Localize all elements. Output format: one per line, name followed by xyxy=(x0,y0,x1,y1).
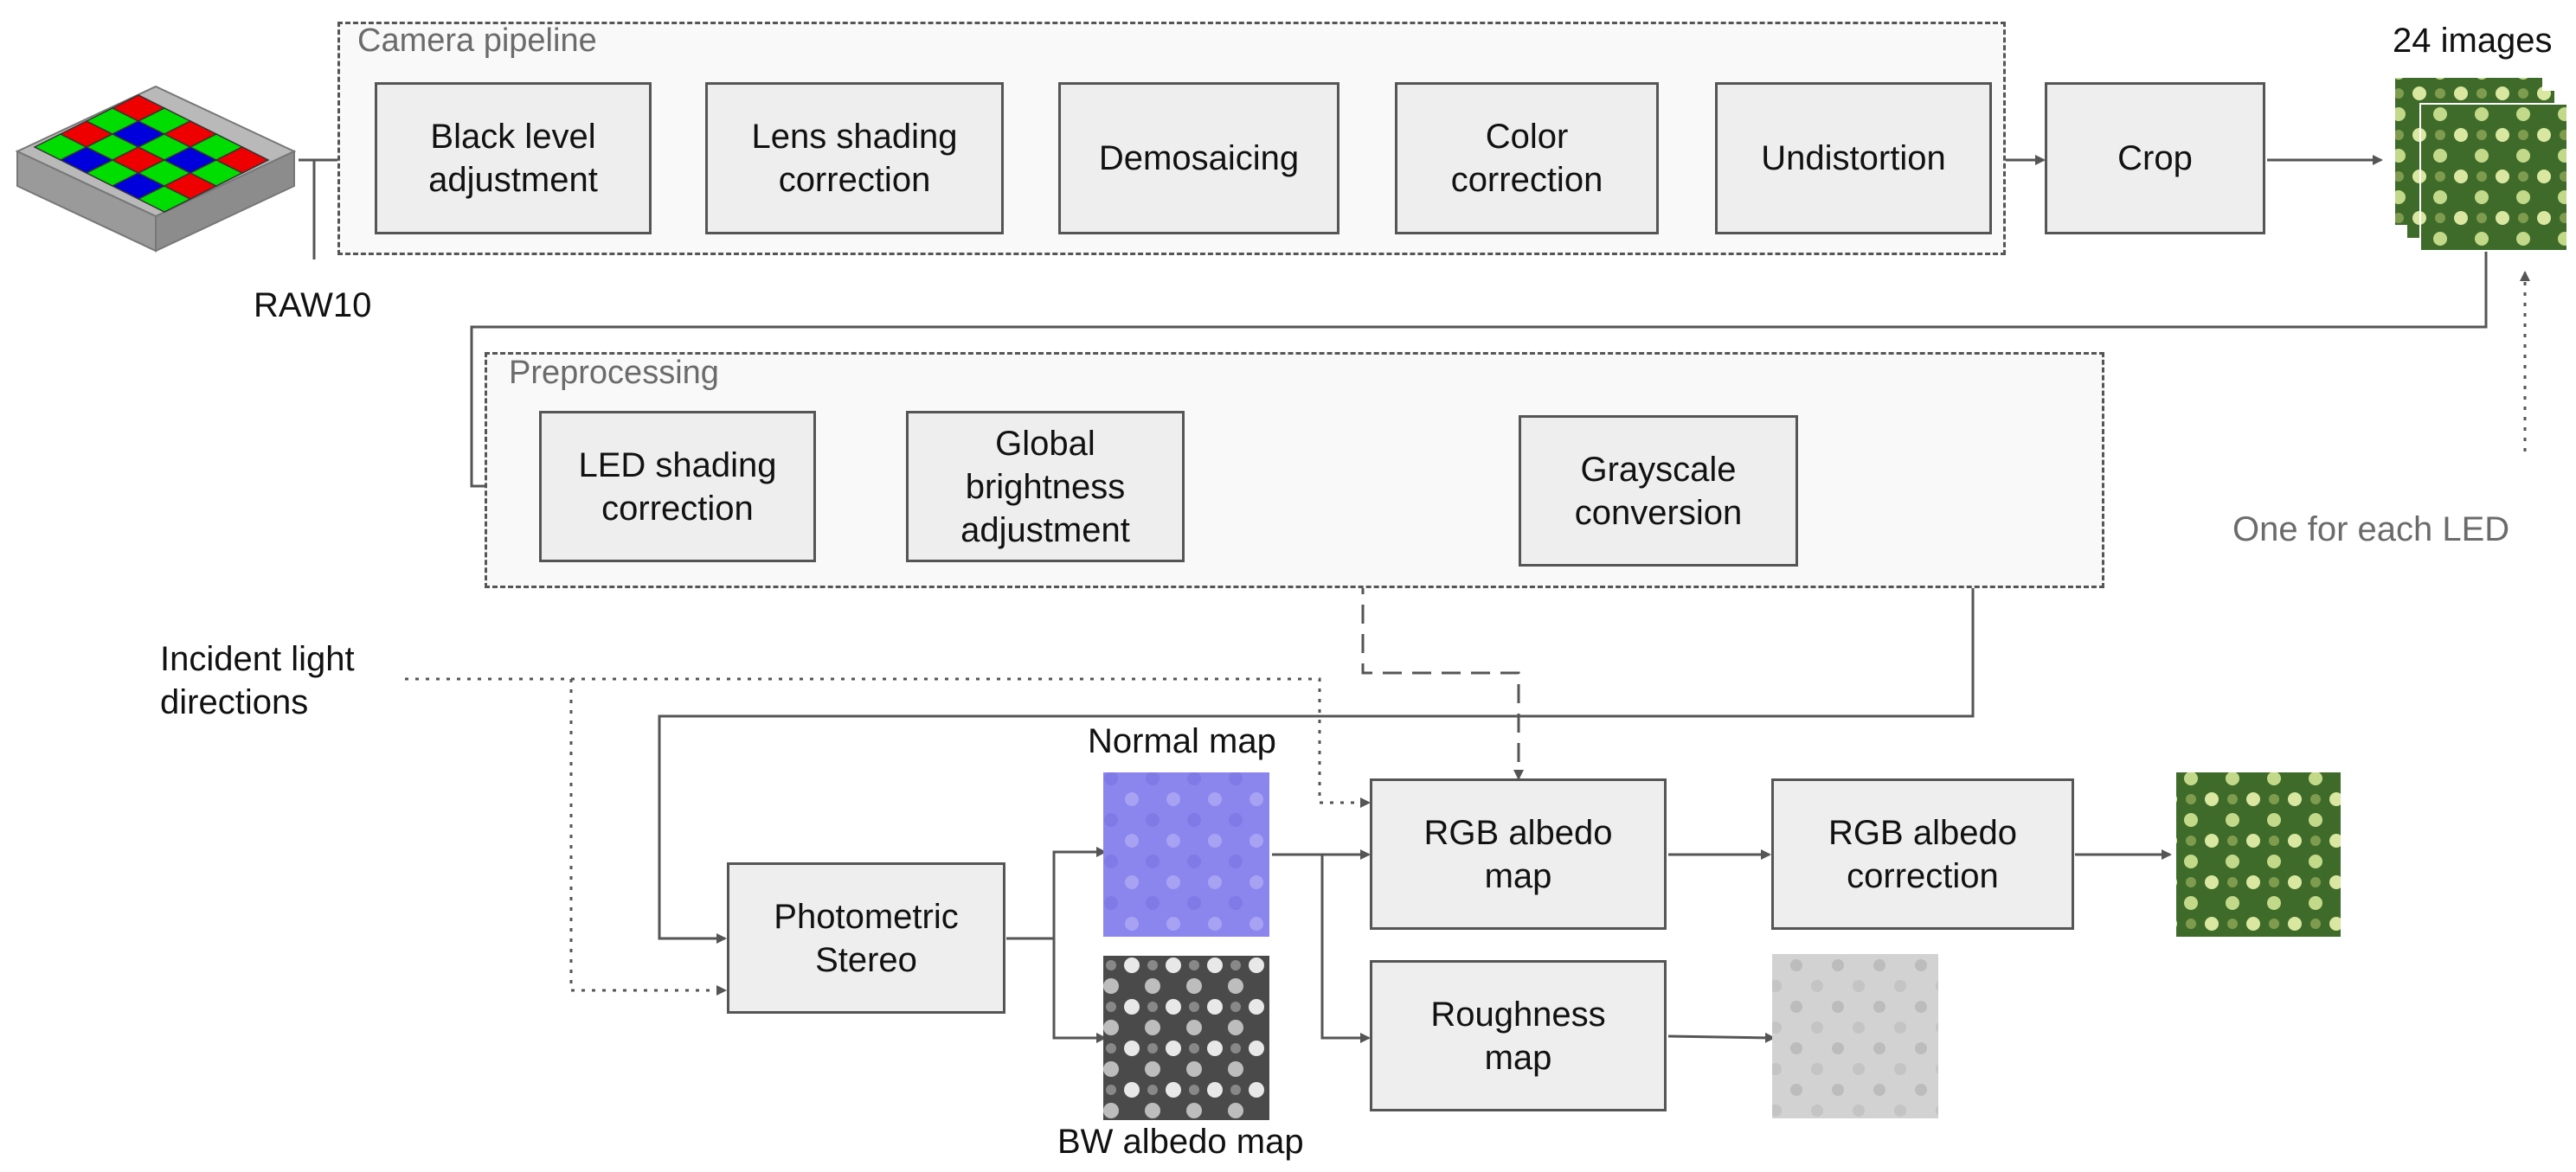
color-correction-box: Color correction xyxy=(1395,82,1659,234)
rgb-to-albedo-dashed-connector xyxy=(1361,575,1524,780)
preprocessing-title: Preprocessing xyxy=(509,355,719,391)
roughness-map-image xyxy=(1772,954,1938,1118)
captured-images-stack xyxy=(2395,78,2568,252)
black-level-adjustment-box: Black level adjustment xyxy=(375,82,652,234)
images-count-label: 24 images xyxy=(2393,22,2553,60)
roughness-map-box: Roughness map xyxy=(1370,960,1667,1111)
incident-light-directions-label: Incident light directions xyxy=(160,640,355,721)
undistortion-box: Undistortion xyxy=(1715,82,1992,234)
rgb-albedo-correction-box: RGB albedo correction xyxy=(1771,778,2074,930)
corrected-albedo-image xyxy=(2176,772,2341,937)
grayscale-conversion-box: Grayscale conversion xyxy=(1519,415,1798,567)
led-shading-correction-box: LED shading correction xyxy=(539,411,816,562)
raw10-label: RAW10 xyxy=(254,286,372,324)
bw-albedo-map-image xyxy=(1103,956,1269,1120)
global-brightness-adjustment-box: Global brightness adjustment xyxy=(906,411,1185,562)
normal-map-image xyxy=(1103,772,1269,937)
rgb-albedo-map-box: RGB albedo map xyxy=(1370,778,1667,930)
bw-albedo-map-label: BW albedo map xyxy=(1057,1123,1304,1161)
led-note-label: One for each LED xyxy=(2232,510,2510,548)
demosaicing-box: Demosaicing xyxy=(1058,82,1339,234)
camera-pipeline-title: Camera pipeline xyxy=(357,22,597,59)
crop-box: Crop xyxy=(2045,82,2265,234)
bayer-sensor-icon xyxy=(15,85,297,253)
photometric-stereo-box: Photometric Stereo xyxy=(727,862,1005,1014)
incident-light-connectors xyxy=(405,271,2530,996)
lens-shading-correction-box: Lens shading correction xyxy=(705,82,1004,234)
normal-map-label: Normal map xyxy=(1088,722,1276,760)
